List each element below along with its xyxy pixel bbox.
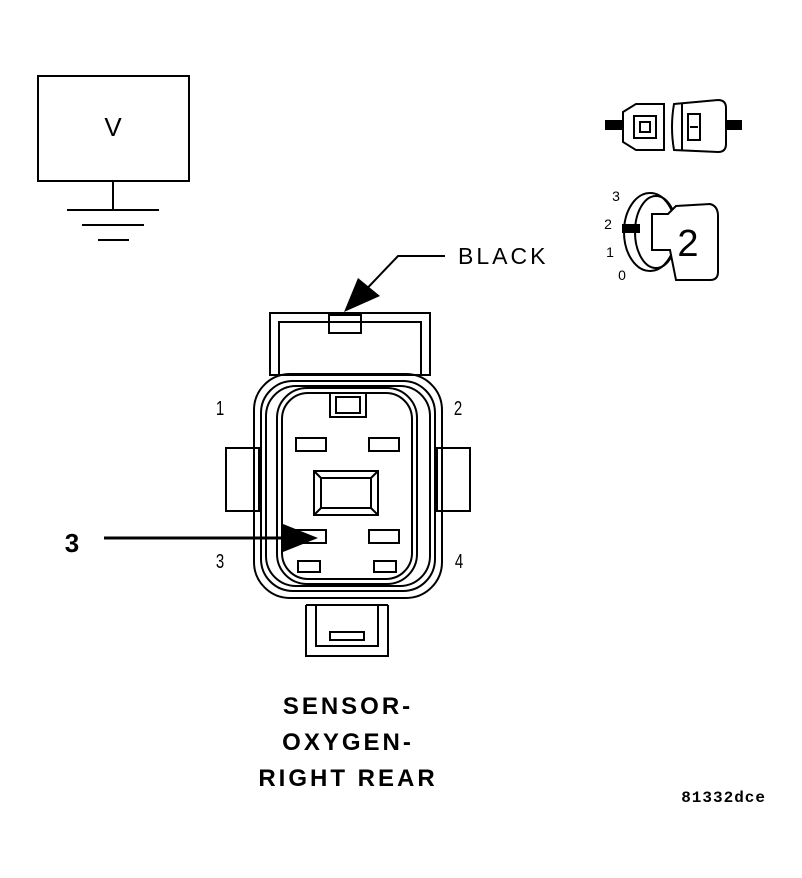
pin-label-2: 2 [454,397,462,420]
ignition-position-3: 3 [612,188,620,204]
arrow-icon [104,524,318,552]
pin-label-3: 3 [216,550,224,573]
connector-color-label: BLACK [458,243,548,269]
figure-code: 81332dce [681,789,766,807]
caption-line-3: RIGHT REAR [258,765,437,792]
callout-number: 3 [65,528,79,558]
voltmeter-icon: V [37,75,190,182]
voltmeter-label: V [104,112,122,142]
ignition-position-1: 1 [606,244,614,260]
terminal-4 [368,529,400,544]
ignition-position-0: 0 [618,267,626,283]
ignition-position-2: 2 [604,216,612,232]
connector-body [225,312,471,657]
ground-icon [67,181,159,241]
pin-label-1: 1 [216,397,224,420]
terminal-2 [368,437,400,452]
pin-label-4: 4 [455,550,463,573]
connector-plug-icon [605,98,742,154]
caption-line-2: OXYGEN- [282,729,414,756]
ignition-key-icon: 3 2 1 0 2 [604,188,719,283]
terminal-1 [295,437,327,452]
ignition-selected-position: 2 [677,223,698,265]
color-callout: BLACK [344,243,548,312]
caption-line-1: SENSOR- [283,693,413,720]
